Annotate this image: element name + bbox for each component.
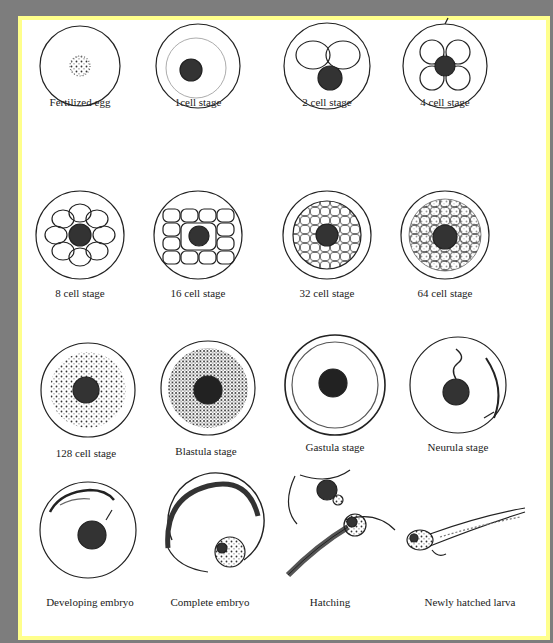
two-cell-egg	[284, 23, 370, 109]
stage-slot: 2 cell stage	[302, 96, 351, 109]
stage-label: 128 cell stage	[56, 447, 116, 460]
one-twenty-eight-cell-egg	[41, 343, 135, 437]
stage-label: 64 cell stage	[418, 287, 473, 300]
complete-embryo-egg	[168, 473, 264, 572]
stage-label: 1cell stage	[175, 96, 222, 109]
blastula-egg	[161, 341, 255, 435]
stage-slot: Fertilized egg	[50, 96, 111, 109]
stage-label: Gastula stage	[306, 441, 365, 454]
stage-slot: Gastula stage	[306, 441, 365, 454]
stage-label: 2 cell stage	[302, 96, 351, 109]
hatching-larva	[288, 470, 395, 575]
eight-cell-egg	[36, 191, 124, 279]
stage-label: 16 cell stage	[171, 287, 226, 300]
stage-slot: 32 cell stage	[300, 287, 355, 300]
stage-label: 4 cell stage	[420, 96, 469, 109]
stage-slot: 8 cell stage	[55, 287, 104, 300]
stage-label: Developing embryo	[46, 596, 134, 609]
stage-slot: 16 cell stage	[171, 287, 226, 300]
sixty-four-cell-egg	[401, 191, 489, 279]
stage-label: Fertilized egg	[50, 96, 111, 109]
stage-label: 32 cell stage	[300, 287, 355, 300]
newly-hatched-larva	[407, 508, 525, 555]
neurula-egg	[410, 337, 506, 433]
stage-slot: 128 cell stage	[56, 447, 116, 460]
stage-slot: Developing embryo	[46, 596, 134, 609]
sixteen-cell-egg	[154, 191, 242, 279]
gastrula-egg	[285, 335, 385, 435]
stage-label: Blastula stage	[175, 445, 236, 458]
developing-embryo-egg	[40, 482, 136, 578]
stage-slot: Blastula stage	[175, 445, 236, 458]
stage-slot: 1cell stage	[175, 96, 222, 109]
fertilized-egg	[40, 26, 120, 106]
stage-slot: 4 cell stage	[420, 96, 469, 109]
stage-slot: Newly hatched larva	[424, 596, 515, 609]
stage-label: Newly hatched larva	[424, 596, 515, 609]
stage-label: 8 cell stage	[55, 287, 104, 300]
four-cell-egg	[403, 18, 487, 108]
thirty-two-cell-egg	[283, 191, 371, 279]
stage-label: Hatching	[310, 596, 350, 609]
stage-label: Complete embryo	[170, 596, 249, 609]
one-cell-egg	[156, 24, 240, 108]
stage-slot: Complete embryo	[170, 596, 249, 609]
stage-slot: 64 cell stage	[418, 287, 473, 300]
stage-slot: Neurula stage	[428, 441, 489, 454]
stage-label: Neurula stage	[428, 441, 489, 454]
stage-slot: Hatching	[310, 596, 350, 609]
